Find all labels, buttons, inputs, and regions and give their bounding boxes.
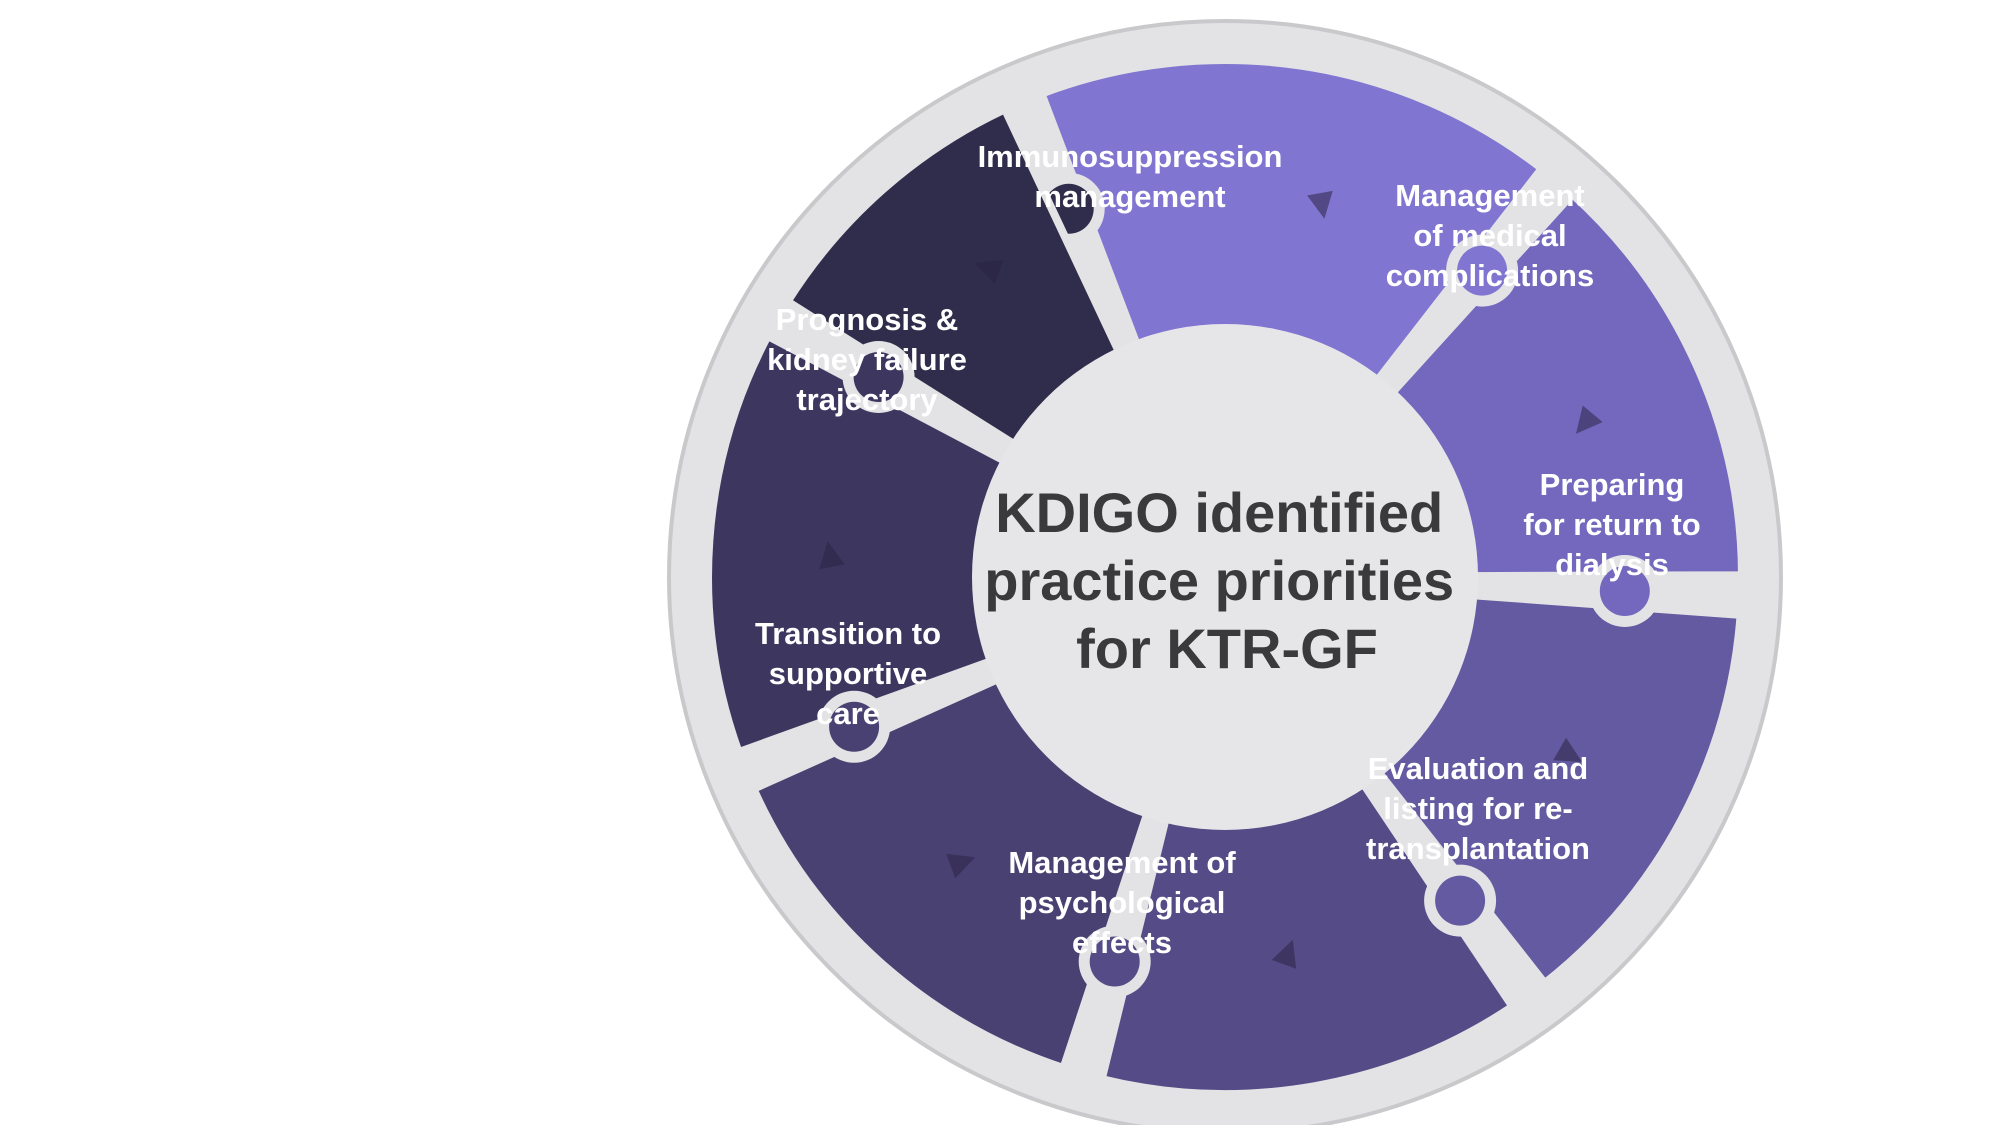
- segment-immunosuppression-label: Immunosuppression management: [978, 139, 1283, 214]
- segment-immunosuppression-label-line-1: Immunosuppression: [978, 139, 1283, 174]
- center-title-line-3: for KTR-GF: [1076, 617, 1378, 680]
- segment-medical-complications-label-line-1: Management: [1395, 178, 1584, 213]
- segment-retransplantation-knob-fill: [1435, 875, 1486, 926]
- segment-medical-complications-label-line-2: of medical: [1413, 218, 1566, 253]
- segment-supportive-care-label: Transition to supportive care: [755, 616, 941, 731]
- center-hub: [972, 324, 1478, 830]
- segment-medical-complications-knob-fill: [1457, 245, 1508, 296]
- segment-immunosuppression-label-line-2: management: [1034, 179, 1225, 214]
- segment-medical-complications-label: Management of medical complications: [1386, 178, 1594, 293]
- segment-prognosis-label: Prognosis & kidney failure trajectory: [767, 302, 967, 417]
- segment-medical-complications-label-line-3: complications: [1386, 258, 1594, 293]
- center-title: KDIGO identified practice priorities for…: [984, 481, 1470, 680]
- segment-psychological-effects-label-line-2: psychological: [1019, 885, 1226, 920]
- segment-return-to-dialysis-label-line-1: Preparing: [1540, 467, 1685, 502]
- segment-prognosis-knob-fill: [853, 352, 904, 402]
- segment-prognosis-label-line-3: trajectory: [796, 382, 938, 417]
- connector-arrow-6: [819, 541, 845, 570]
- connector-arrows: [819, 190, 1603, 969]
- segment-supportive-care-label-line-3: care: [816, 696, 880, 731]
- connector-arrow-1: [1307, 190, 1333, 219]
- center-title-line-1: KDIGO identified: [995, 481, 1443, 544]
- segment-supportive-care-label-line-2: supportive: [769, 656, 927, 691]
- segment-retransplantation-label-line-1: Evaluation and: [1368, 751, 1588, 786]
- segment-return-to-dialysis-label-line-3: dialysis: [1555, 547, 1669, 582]
- segment-return-to-dialysis-label-line-2: for return to: [1523, 507, 1700, 542]
- segment-psychological-effects-label-line-3: effects: [1072, 925, 1172, 960]
- segment-prognosis-label-line-2: kidney failure: [767, 342, 967, 377]
- connector-arrow-3: [1553, 737, 1583, 762]
- segment-psychological-effects-label-line-1: Management of: [1008, 845, 1236, 880]
- center-title-line-2: practice priorities: [984, 549, 1454, 612]
- connector-arrow-2: [1576, 405, 1603, 434]
- segment-retransplantation-label-line-3: transplantation: [1366, 831, 1590, 866]
- connector-arrow-5: [946, 853, 976, 879]
- segment-prognosis-label-line-1: Prognosis &: [776, 302, 959, 337]
- connector-arrow-7: [974, 259, 1004, 285]
- segment-supportive-care-label-line-1: Transition to: [755, 616, 941, 651]
- segment-supportive-care-knob-fill: [829, 701, 880, 752]
- segment-return-to-dialysis-knob-fill: [1599, 566, 1650, 616]
- segment-labels: Immunosuppression management Management of …: [755, 139, 1701, 960]
- segment-retransplantation-label: Evaluation and listing for re-transplanta…: [1366, 751, 1590, 866]
- segment-retransplantation-label-line-2: listing for re-: [1383, 791, 1572, 826]
- segment-return-to-dialysis-label: Preparing for return to dialysis: [1523, 467, 1700, 582]
- segment-psychological-effects-label: Management of psychological effects: [1008, 845, 1236, 960]
- segment-psychological-effects-knob-fill: [1089, 936, 1140, 987]
- connector-arrow-4: [1271, 939, 1297, 969]
